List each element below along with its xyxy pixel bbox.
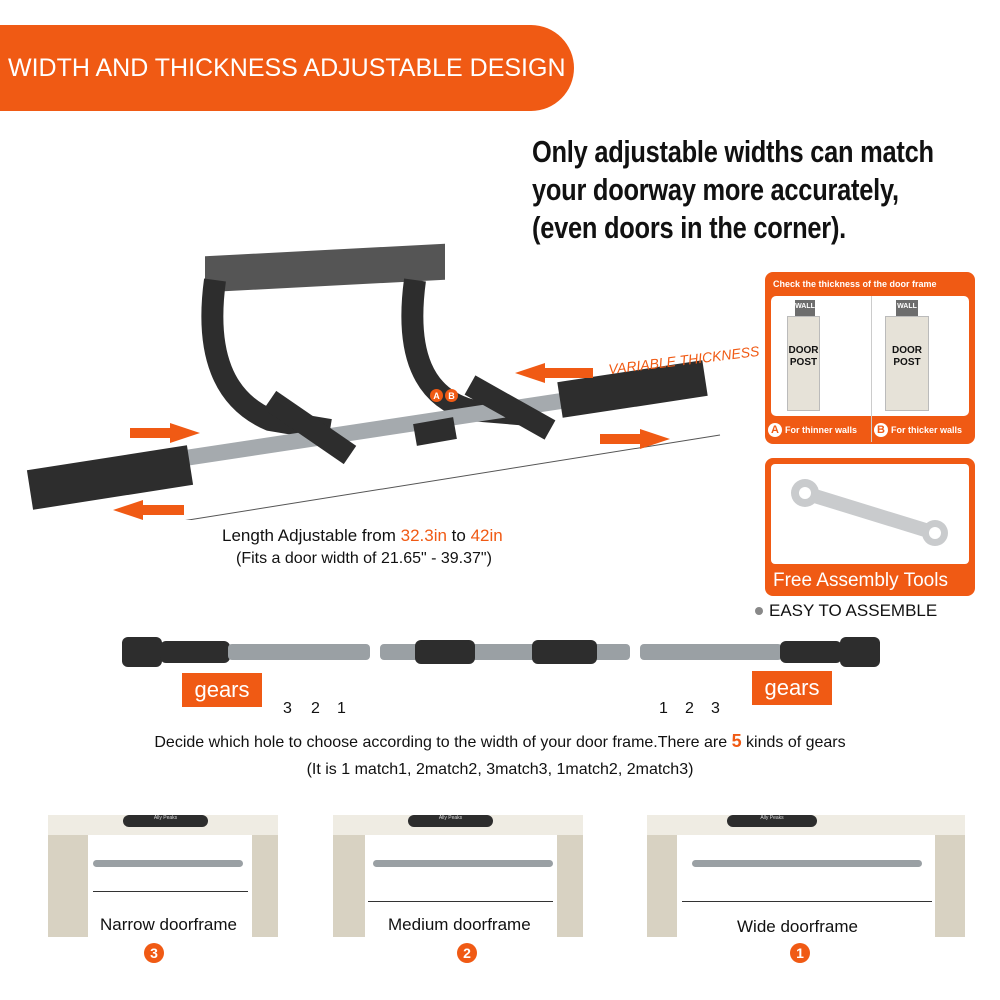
instructions: Decide which hole to choose according to… — [154, 731, 846, 751]
badge: 3 — [144, 943, 164, 963]
gear-number: 3 — [711, 700, 720, 717]
dimension-line — [185, 434, 721, 520]
doorframe-label: Medium doorframe — [388, 915, 531, 934]
arrow-right-icon — [170, 423, 200, 443]
arrow-left-icon — [113, 500, 143, 520]
headline-line: your doorway more accurately, — [532, 172, 899, 207]
gear-number: 1 — [659, 700, 668, 717]
right-handle — [401, 278, 531, 426]
gear-number: 2 — [311, 700, 320, 717]
gears-label-left: gears — [182, 673, 262, 707]
wrench-icon — [791, 479, 948, 546]
thickness-card: Check the thickness of the door frame WA… — [765, 272, 975, 444]
doorframe-narrow: Ally Peaks Narrow doorframe — [48, 815, 278, 937]
bar-frame-svg — [26, 278, 721, 520]
gear-number: 1 — [337, 700, 346, 717]
left-handle — [201, 278, 332, 441]
badge: 2 — [457, 943, 477, 963]
bullet-icon — [755, 607, 763, 615]
arrow-right-icon — [640, 429, 670, 449]
gear-number: 3 — [283, 700, 292, 717]
tools-card: Free Assembly Tools — [765, 458, 975, 596]
arrow-left-icon — [515, 363, 545, 383]
tools-label: Free Assembly Tools — [773, 570, 948, 591]
doorframe-label: Narrow doorframe — [100, 915, 237, 934]
thickness-card-title: Check the thickness of the door frame — [773, 279, 937, 289]
matches: (It is 1 match1, 2match2, 3match3, 1matc… — [306, 761, 694, 778]
gear-number: 2 — [685, 700, 694, 717]
gears-label-right: gears — [752, 671, 832, 705]
wall-label: WALL — [896, 300, 918, 316]
section-banner: WIDTH AND THICKNESS ADJUSTABLE DESIGN — [0, 25, 574, 111]
doorframe-wide: Ally Peaks Wide doorframe — [647, 815, 965, 937]
headline: Only adjustable widths can match your do… — [532, 133, 934, 247]
doorframe-label: Wide doorframe — [737, 917, 858, 936]
headline-line: (even doors in the corner). — [532, 210, 846, 245]
wall-label: WALL — [795, 300, 815, 316]
marker-b: B — [445, 389, 458, 402]
left-grip — [26, 445, 194, 510]
badge: 1 — [790, 943, 810, 963]
length-label: Length Adjustable from 32.3in to 42in — [222, 526, 503, 545]
doorframe-medium: Ally Peaks Medium doorframe — [333, 815, 583, 937]
banner-title: WIDTH AND THICKNESS ADJUSTABLE DESIGN — [8, 53, 566, 82]
right-grip — [557, 360, 708, 418]
marker-a: A — [430, 389, 443, 402]
easy-assemble: EASY TO ASSEMBLE — [755, 601, 937, 621]
fits-label: (Fits a door width of 21.65" - 39.37") — [236, 550, 492, 567]
headline-line: Only adjustable widths can match — [532, 134, 934, 169]
